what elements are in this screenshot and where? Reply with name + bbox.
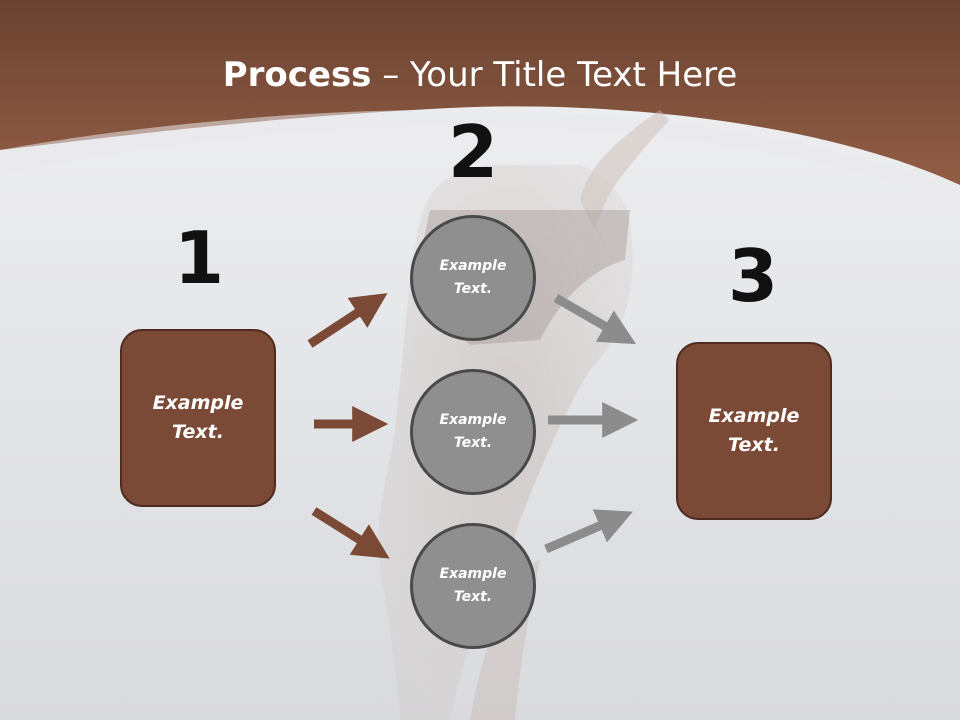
step-3-label-line2: Text.	[728, 434, 780, 456]
step-1-label-line2: Text.	[172, 421, 224, 443]
circle-bottom-line1: Example	[439, 566, 507, 582]
step-number-3: 3	[727, 234, 779, 318]
step-number-2: 2	[447, 110, 499, 194]
header-swoosh	[0, 109, 960, 205]
step-2-circle-bottom: Example Text.	[410, 523, 536, 649]
title-rest: – Your Title Text Here	[371, 55, 738, 95]
circle-middle-line1: Example	[439, 412, 507, 428]
step-number-1: 1	[173, 216, 225, 300]
step-3-label-line1: Example	[708, 405, 800, 427]
step-1-label-line1: Example	[152, 392, 244, 414]
title-bold: Process	[222, 55, 372, 95]
slide-title: Process – Your Title Text Here	[0, 52, 960, 98]
step-2-circle-top: Example Text.	[410, 215, 536, 341]
header-band	[0, 0, 960, 185]
circle-top-line2: Text.	[453, 281, 493, 297]
circle-bottom-line2: Text.	[453, 589, 493, 605]
step-1-box: Example Text.	[120, 329, 276, 507]
circle-top-line1: Example	[439, 258, 507, 274]
step-3-box: Example Text.	[676, 342, 832, 520]
step-2-circle-middle: Example Text.	[410, 369, 536, 495]
circle-middle-line2: Text.	[453, 435, 493, 451]
